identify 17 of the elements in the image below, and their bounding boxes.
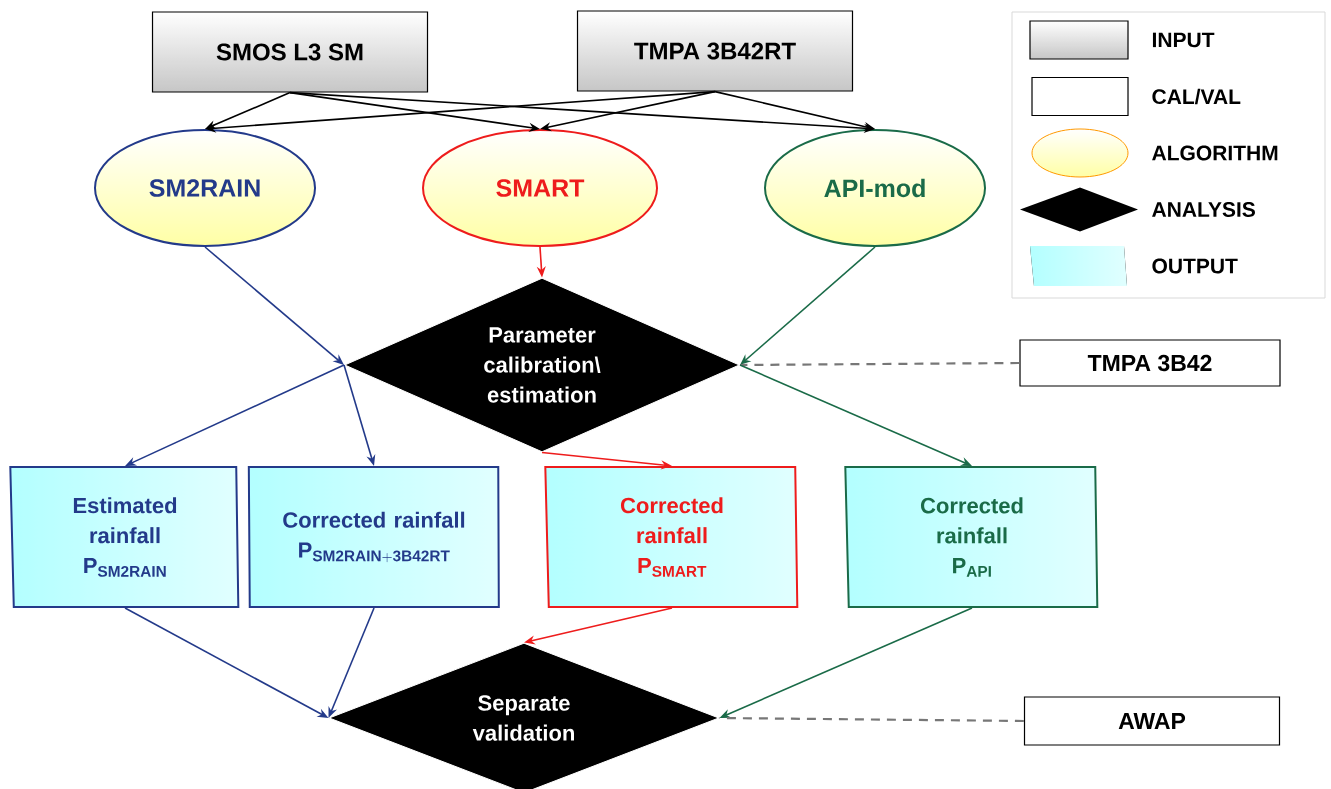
- arrow: [204, 246, 344, 365]
- output-parallelogram: Corrected rainfall $\mathbf{P}_{\mathbf{API}}$: [844, 466, 1099, 608]
- legend-label: ANALYSIS: [1152, 202, 1255, 217]
- arrow: [740, 246, 876, 365]
- output-parallelogram: Corrected rainfall $\mathbf{P}_{\mathbf{SM2RAIN+3B42RT}}$: [247, 466, 500, 608]
- calval-box: TMPA 3B42: [1019, 339, 1281, 387]
- dashed-line: [719, 716, 1024, 723]
- legend-label: OUTPUT: [1152, 258, 1238, 274]
- legend-label: ALGORITHM: [1152, 145, 1278, 161]
- input-box: SMOS L3 SM: [151, 11, 429, 93]
- dashed-line: [740, 361, 1020, 367]
- legend-label: CAL/VAL: [1152, 88, 1241, 105]
- input-box: TMPA 3B42RT: [576, 10, 854, 92]
- legend-label: INPUT: [1152, 32, 1215, 48]
- output-parallelogram: Corrected rainfall $\mathbf{P}_{\mathbf{SMART}}$: [544, 466, 799, 608]
- calval-box: AWAP: [1023, 696, 1281, 746]
- output-parallelogram: Estimated rainfall $\mathbf{P}_{\mathbf{SM2RAIN}}$: [9, 466, 240, 608]
